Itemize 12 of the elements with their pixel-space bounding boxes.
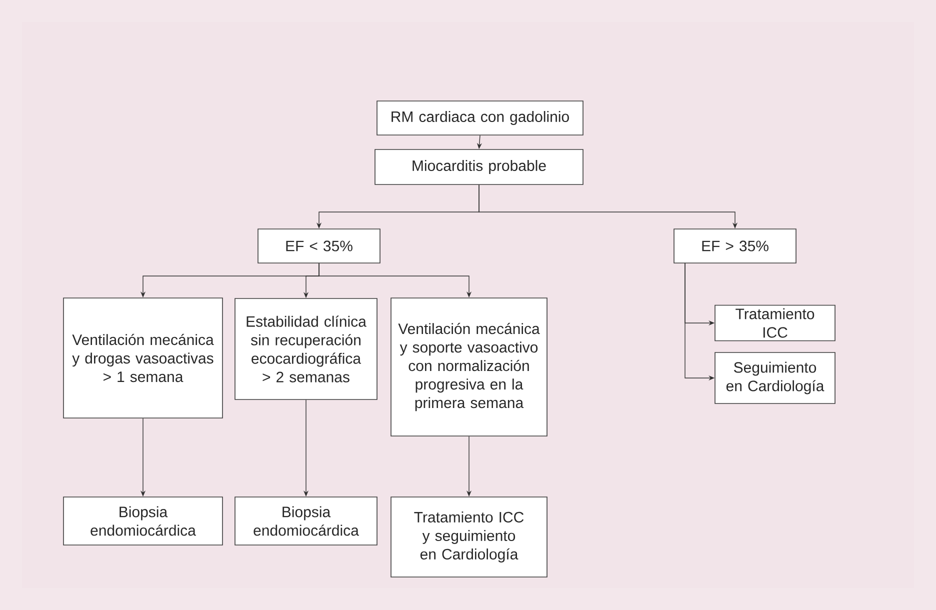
- process-box: Ventilación mecánica y soporte vasoactivo con normalización progresiva en la primera semana: [390, 298, 548, 436]
- process-box: Tratamiento ICC y seguimiento en Cardiología: [390, 496, 548, 578]
- process-box: Estabilidad clínica sin recuperación ecocardiográfica > 2 semanas: [234, 298, 378, 400]
- process-box: Tratamiento ICC: [714, 304, 836, 342]
- process-box: Seguimiento en Cardiología: [714, 352, 836, 404]
- process-box: RM cardiaca con gadolinio: [376, 100, 584, 136]
- process-box: EF < 35%: [258, 228, 380, 264]
- process-box: Ventilación mecánica y drogas vasoactivas > 1 semana: [63, 298, 223, 418]
- process-box: EF > 35%: [674, 228, 796, 264]
- process-box: Biopsia endomiocárdica: [63, 496, 223, 546]
- process-box: Biopsia endomiocárdica: [234, 496, 378, 546]
- process-box: Miocarditis probable: [374, 149, 584, 185]
